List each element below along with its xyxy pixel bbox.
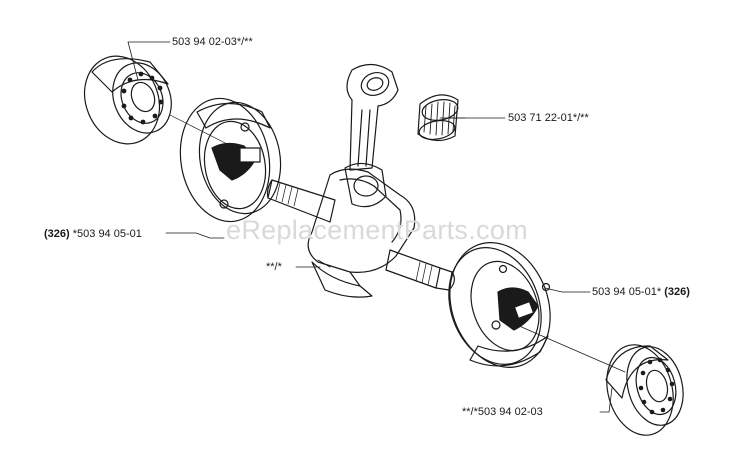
label-bearing-top[interactable]: 503 94 02-03*/** <box>172 36 253 48</box>
label-needle-bearing[interactable]: 503 71 22-01*/** <box>508 112 589 124</box>
leader-bearing-bottom <box>599 387 613 413</box>
crank-half-right <box>448 242 551 368</box>
watermark: eReplacementParts.com <box>226 215 528 245</box>
label-crank-half-right[interactable]: 503 94 05-01* (326) <box>592 286 690 298</box>
leader-crank-half-right <box>544 287 591 293</box>
part-number: **/* <box>266 261 282 273</box>
label-crankshaft[interactable]: **/* <box>266 261 282 273</box>
label-bearing-bottom[interactable]: **/*503 94 02-03 <box>462 406 543 418</box>
part-number: 503 71 22-01*/** <box>508 112 589 124</box>
part-number: *503 94 05-01 <box>72 228 142 240</box>
reference-number: (326) <box>44 228 70 240</box>
leader-bearing-top <box>127 41 171 81</box>
part-number: 503 94 02-03*/** <box>172 36 253 48</box>
part-number: **/*503 94 02-03 <box>462 406 543 418</box>
reference-number: (326) <box>664 286 690 298</box>
label-crank-half-left[interactable]: (326) *503 94 05-01 <box>44 228 142 240</box>
part-number: 503 94 05-01* <box>592 286 662 298</box>
crank-half-left <box>179 97 282 223</box>
ball-bearing-bottom <box>605 344 684 436</box>
needle-bearing <box>417 94 459 142</box>
leader-crank-half-left <box>165 232 225 239</box>
ball-bearing-top <box>84 55 172 145</box>
